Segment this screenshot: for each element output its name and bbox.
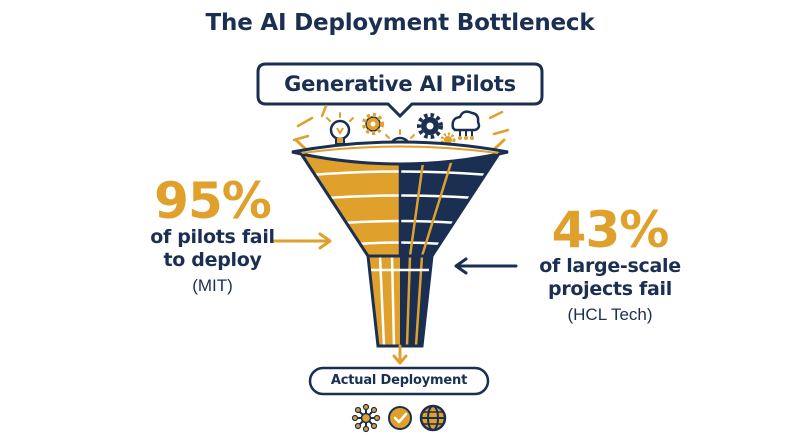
left-stat-source: (MIT) <box>192 276 233 295</box>
left-stat-arrow <box>270 232 332 250</box>
down-arrow <box>392 344 408 365</box>
funnel-top-label: Generative AI Pilots <box>284 72 516 96</box>
lightbulb-icon <box>326 112 354 145</box>
funnel-bowl <box>291 140 509 258</box>
gear-icon <box>362 113 384 135</box>
funnel-bottom-label: Actual Deployment <box>330 373 468 388</box>
right-stat-source: (HCL Tech) <box>567 305 653 324</box>
right-stat-value: 43% <box>551 201 670 259</box>
left-stat: 95% of pilots fail to deploy (MIT) <box>120 176 305 297</box>
deployment-box <box>308 366 490 396</box>
globe-icon <box>419 404 447 432</box>
right-stat-line1: of large-scale <box>539 255 681 277</box>
left-stat-value: 95% <box>154 172 272 230</box>
right-stat-line2: projects fail <box>548 278 672 300</box>
network-hub-icon <box>351 403 381 433</box>
check-badge-icon <box>388 406 412 430</box>
pilots-callout <box>256 62 544 119</box>
spark-lines <box>292 104 510 142</box>
page-title: The AI Deployment Bottleneck <box>205 10 595 36</box>
right-stat: 43% of large-scale projects fail (HCL Te… <box>510 205 710 326</box>
gear-icon <box>417 113 443 139</box>
funnel-spout <box>366 254 434 348</box>
right-stat-arrow <box>454 257 518 275</box>
cloud-network-icon <box>451 110 481 140</box>
left-stat-line1: of pilots fail <box>150 226 275 248</box>
left-stat-line2: to deploy <box>163 249 262 271</box>
